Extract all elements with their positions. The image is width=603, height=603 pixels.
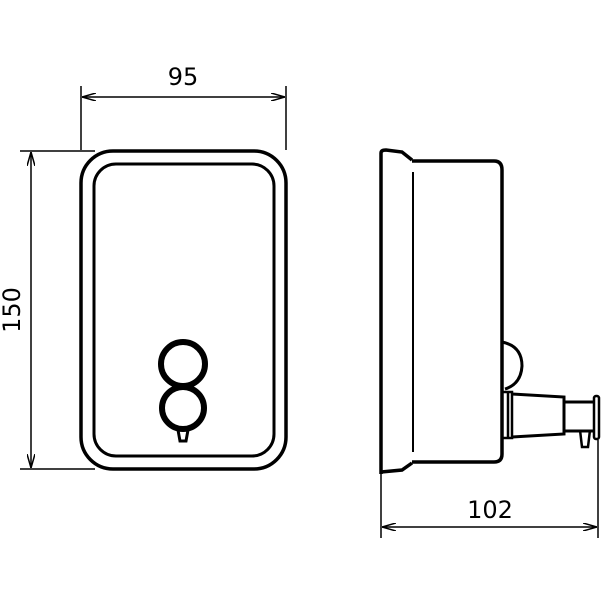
- height-dimension: [20, 150, 95, 470]
- drip-spout: [578, 429, 592, 449]
- push-button-upper: [158, 339, 208, 389]
- back-plate-bottom: [380, 461, 414, 474]
- button-bump: [501, 340, 524, 391]
- width-dimension: [80, 86, 287, 150]
- nozzle-cap: [592, 394, 601, 441]
- nozzle-barrel: [511, 392, 566, 439]
- front-inner-panel: [92, 162, 276, 458]
- side-body: [412, 159, 504, 464]
- depth-label: 102: [467, 496, 513, 524]
- side-view: [379, 148, 601, 474]
- depth-dimension: [380, 440, 599, 538]
- back-plate: [379, 148, 414, 474]
- nozzle-tip: [176, 429, 190, 443]
- nozzle-tip-side: [564, 400, 594, 433]
- front-outer-body: [79, 149, 288, 471]
- front-view: [79, 149, 288, 471]
- push-button-lower: [159, 384, 207, 432]
- nozzle-collar: [503, 390, 514, 440]
- width-label: 95: [168, 63, 199, 91]
- height-label: 150: [0, 287, 26, 333]
